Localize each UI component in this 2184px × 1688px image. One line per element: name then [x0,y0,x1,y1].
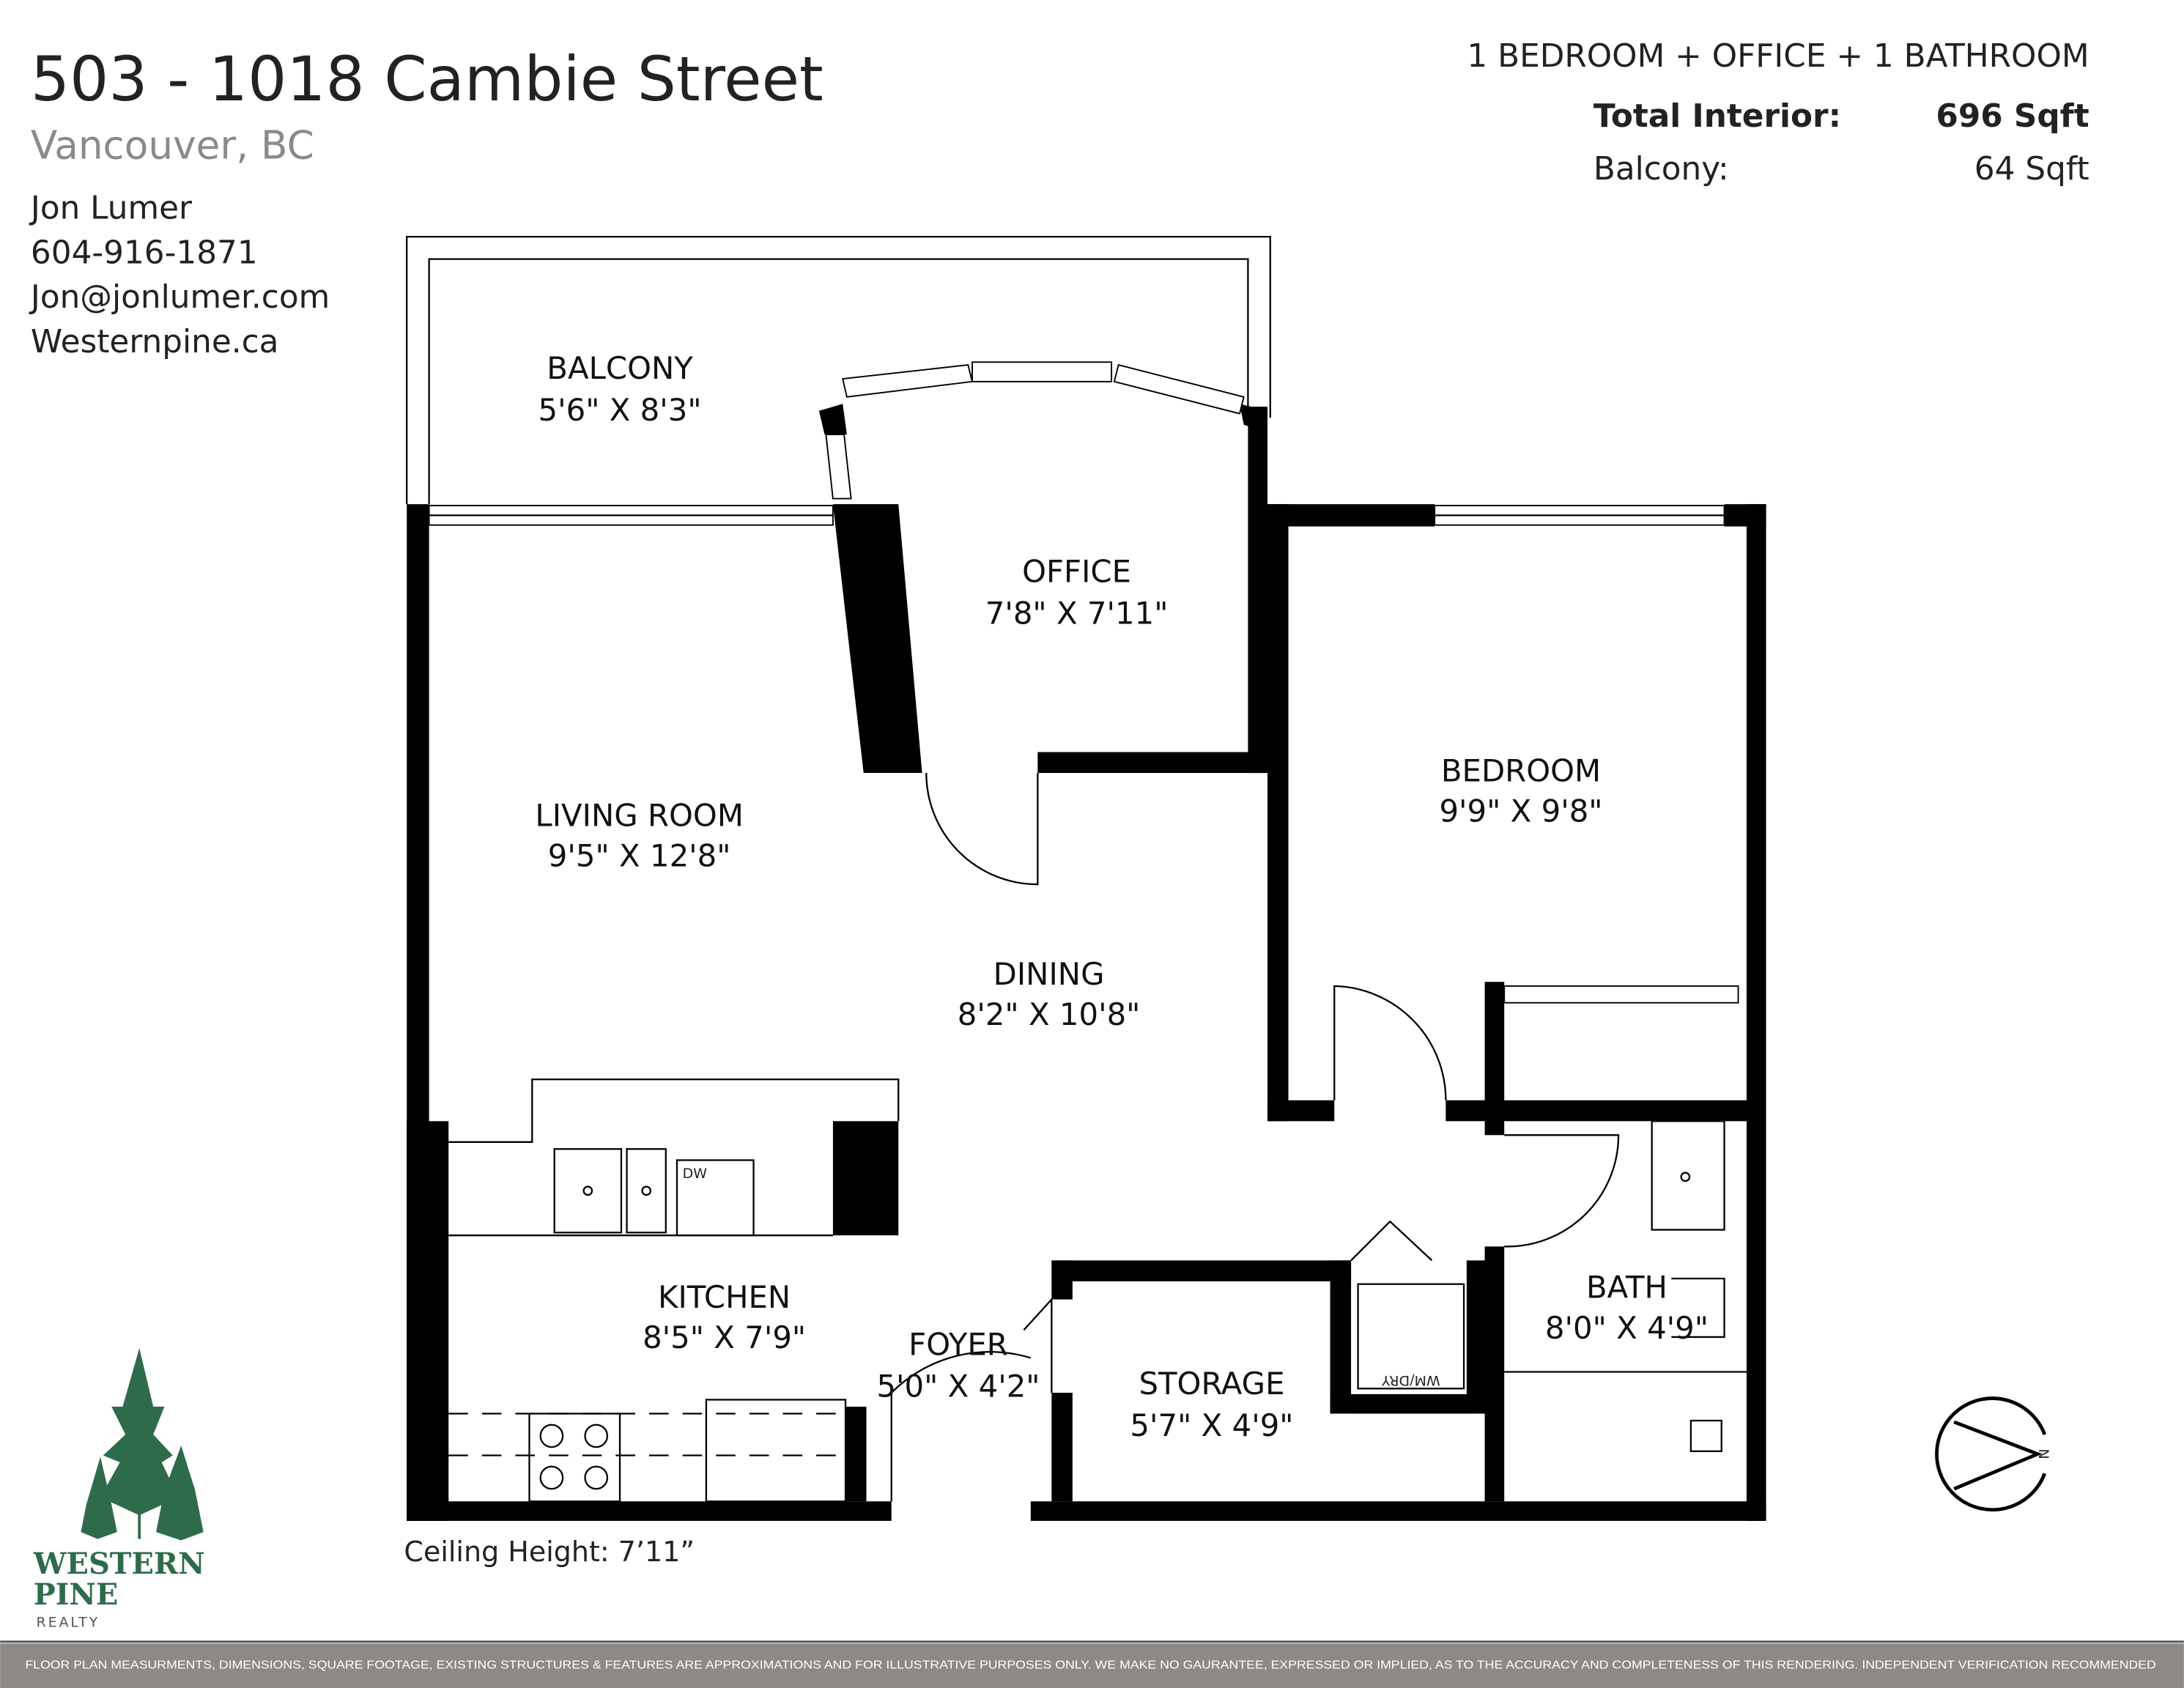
room-storage-size: 5'7" X 4'9" [1130,1407,1293,1443]
balcony-area-label: Balcony: [1593,150,1729,188]
compass-north-label: N [2035,1449,2051,1459]
room-kitchen-name: KITCHEN [658,1279,791,1315]
walls [407,404,1766,1521]
western-pine-logo: WESTERN PINE REALTY [33,1348,205,1630]
logo-pine: PINE [34,1578,119,1612]
windows [428,361,1739,1004]
room-kitchen-size: 8'5" X 7'9" [643,1319,806,1355]
room-foyer-size: 5'0" X 4'2" [876,1369,1040,1404]
compass-icon: N [1935,1396,2051,1512]
dishwasher-label: DW [683,1166,708,1182]
room-dining-size: 8'2" X 10'8" [958,996,1141,1032]
room-balcony-size: 5'6" X 8'3" [538,392,702,428]
room-office-name: OFFICE [1022,554,1131,590]
kitchen-fixtures: DW WM/DRY [448,1078,1747,1503]
room-storage-name: STORAGE [1139,1366,1284,1402]
room-bedroom-name: BEDROOM [1441,752,1601,788]
room-foyer-name: FOYER [908,1327,1008,1363]
pine-trees-icon [81,1348,204,1541]
disclaimer-text: FLOOR PLAN MEASURMENTS, DIMENSIONS, SQUA… [25,1659,2156,1671]
logo-western: WESTERN [33,1547,205,1581]
room-bedroom-size: 9'9" X 9'8" [1439,793,1602,829]
agent-name: Jon Lumer [29,189,192,226]
washer-dryer-label: WM/DRY [1382,1372,1440,1388]
total-interior-value: 696 Sqft [1936,97,2089,135]
agent-website[interactable]: Westernpine.ca [31,323,279,360]
agent-phone[interactable]: 604-916-1871 [31,234,258,271]
room-dining-name: DINING [993,956,1105,992]
room-office-size: 7'8" X 7'11" [985,596,1169,632]
city-subtitle: Vancouver, BC [31,123,314,169]
room-living-name: LIVING ROOM [535,797,743,833]
room-balcony-name: BALCONY [547,350,693,386]
total-interior-label: Total Interior: [1593,97,1841,135]
balcony-outline [406,236,1271,505]
room-labels: BALCONY 5'6" X 8'3" OFFICE 7'8" X 7'11" … [535,350,1709,1443]
room-living-size: 9'5" X 12'8" [548,837,731,873]
footer-bar [0,1643,2184,1688]
agent-email[interactable]: Jon@jonlumer.com [29,278,330,316]
room-bath-name: BATH [1586,1270,1667,1306]
ceiling-height: Ceiling Height: 7’11” [404,1536,695,1568]
room-bath-size: 8'0" X 4'9" [1545,1310,1709,1346]
doors[interactable] [890,773,1620,1502]
footer-rule [0,1640,2184,1643]
logo-realty: REALTY [37,1614,100,1630]
layout-summary: 1 BEDROOM + OFFICE + 1 BATHROOM [1467,37,2089,75]
balcony-area-value: 64 Sqft [1974,150,2089,188]
address-title: 503 - 1018 Cambie Street [31,43,823,115]
